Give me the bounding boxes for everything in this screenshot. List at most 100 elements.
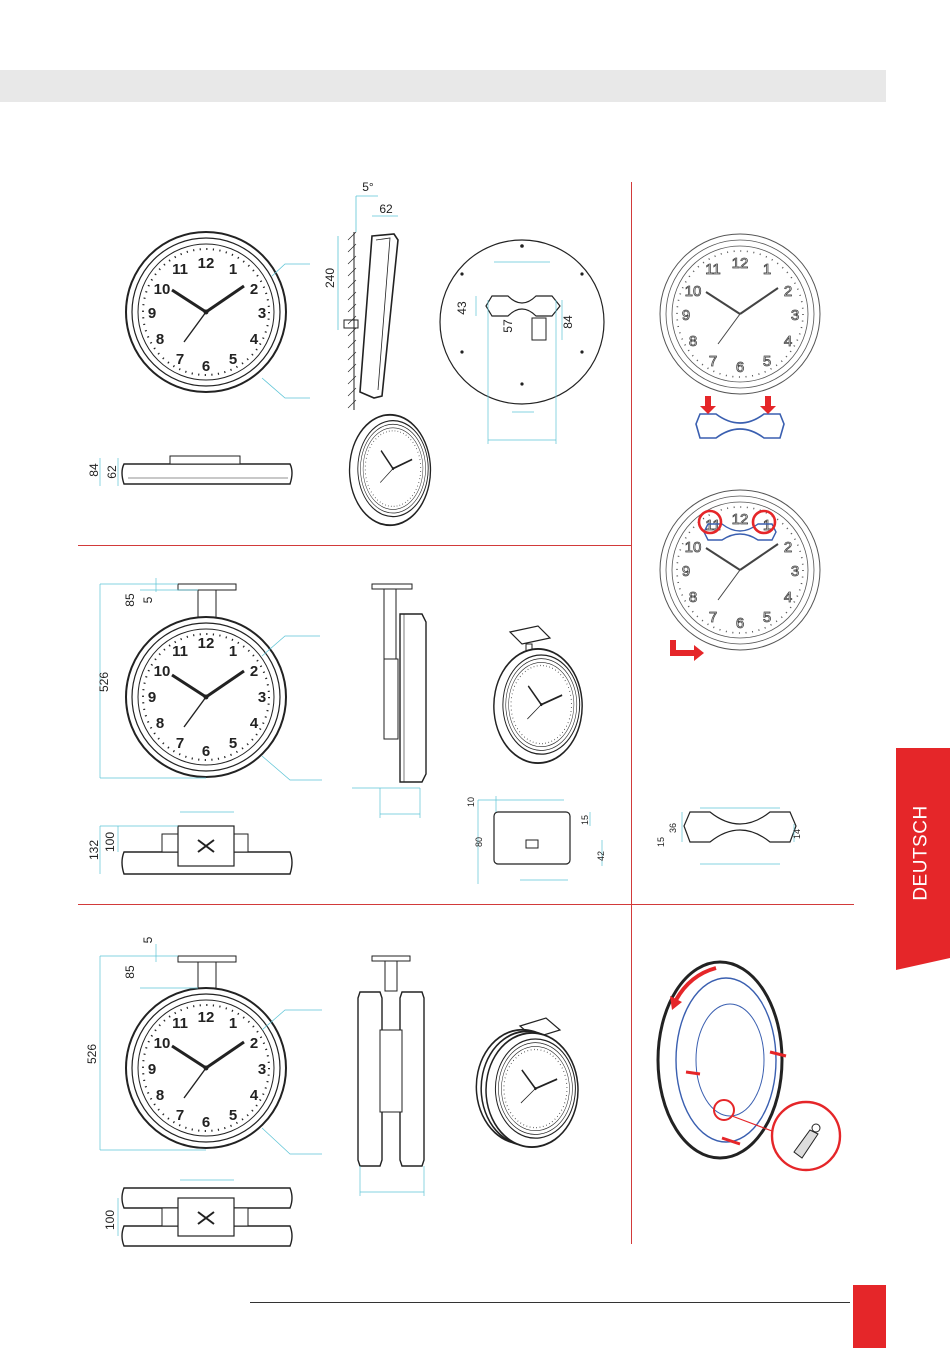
svg-text:9: 9 bbox=[682, 307, 690, 324]
svg-text:5: 5 bbox=[763, 353, 771, 370]
svg-text:9: 9 bbox=[148, 305, 156, 322]
svg-text:10: 10 bbox=[685, 283, 702, 300]
svg-text:5: 5 bbox=[141, 936, 155, 943]
svg-text:2: 2 bbox=[250, 1035, 258, 1052]
mounting-step-1: 12 1 2 3 4 5 6 7 8 9 10 11 bbox=[660, 234, 820, 438]
svg-text:9: 9 bbox=[682, 563, 690, 580]
svg-text:43: 43 bbox=[455, 301, 469, 315]
svg-text:6: 6 bbox=[202, 743, 210, 760]
svg-text:4: 4 bbox=[250, 1087, 259, 1104]
svg-text:7: 7 bbox=[176, 1107, 184, 1124]
svg-text:100: 100 bbox=[103, 832, 117, 852]
wall-clock-perspective bbox=[340, 402, 439, 537]
svg-text:15: 15 bbox=[580, 815, 590, 825]
mounting-step-2: 12 1 2 3 4 5 6 7 8 9 10 11 bbox=[660, 490, 820, 661]
svg-text:3: 3 bbox=[791, 563, 799, 580]
pendant-clock-top-view bbox=[100, 812, 292, 874]
wall-clock-side-view bbox=[338, 196, 398, 410]
svg-text:5: 5 bbox=[229, 351, 237, 368]
svg-text:15: 15 bbox=[656, 837, 666, 847]
svg-text:42: 42 bbox=[596, 851, 606, 861]
wall-clock-rear-view bbox=[440, 240, 604, 444]
svg-text:10: 10 bbox=[154, 281, 171, 298]
svg-text:132: 132 bbox=[87, 840, 101, 860]
svg-text:84: 84 bbox=[561, 315, 575, 329]
svg-text:4: 4 bbox=[784, 589, 792, 606]
svg-text:4: 4 bbox=[250, 715, 259, 732]
language-label: DEUTSCH bbox=[911, 805, 933, 900]
svg-text:1: 1 bbox=[229, 261, 237, 278]
svg-text:9: 9 bbox=[148, 1061, 156, 1078]
svg-text:8: 8 bbox=[156, 1087, 164, 1104]
svg-text:7: 7 bbox=[709, 353, 717, 370]
svg-text:3: 3 bbox=[258, 689, 266, 706]
svg-text:3: 3 bbox=[258, 305, 266, 322]
svg-text:1: 1 bbox=[229, 1015, 237, 1032]
svg-text:5: 5 bbox=[229, 735, 237, 752]
svg-text:57: 57 bbox=[501, 319, 515, 333]
svg-text:240: 240 bbox=[323, 268, 337, 288]
svg-text:10: 10 bbox=[466, 797, 476, 807]
svg-text:12: 12 bbox=[198, 635, 215, 652]
svg-text:3: 3 bbox=[791, 307, 799, 324]
svg-text:8: 8 bbox=[689, 333, 697, 350]
svg-text:10: 10 bbox=[154, 1035, 171, 1052]
pendant-clock-perspective bbox=[484, 626, 592, 776]
wall-clock-front-view: 12 1 2 3 4 5 6 7 8 9 10 11 bbox=[126, 232, 310, 398]
svg-text:10: 10 bbox=[685, 539, 702, 556]
svg-text:85: 85 bbox=[123, 965, 137, 979]
svg-text:62: 62 bbox=[105, 465, 119, 479]
svg-text:11: 11 bbox=[172, 643, 188, 660]
svg-text:12: 12 bbox=[198, 255, 215, 272]
double-clock-perspective bbox=[466, 1017, 588, 1160]
svg-text:8: 8 bbox=[156, 331, 164, 348]
svg-text:3: 3 bbox=[258, 1061, 266, 1078]
svg-text:2: 2 bbox=[784, 283, 792, 300]
svg-text:2: 2 bbox=[250, 281, 258, 298]
footer-rule bbox=[250, 1302, 850, 1303]
svg-text:2: 2 bbox=[250, 663, 258, 680]
svg-text:6: 6 bbox=[736, 615, 744, 632]
svg-text:6: 6 bbox=[202, 1114, 210, 1131]
pendant-clock-front-view: 12 1 2 3 4 5 6 7 8 9 10 11 bbox=[100, 578, 322, 780]
svg-text:14: 14 bbox=[792, 829, 802, 839]
svg-text:12: 12 bbox=[732, 511, 749, 528]
svg-text:5: 5 bbox=[229, 1107, 237, 1124]
svg-text:36: 36 bbox=[668, 823, 678, 833]
svg-text:4: 4 bbox=[784, 333, 792, 350]
svg-text:8: 8 bbox=[156, 715, 164, 732]
mounting-plate-view bbox=[478, 796, 602, 884]
svg-text:12: 12 bbox=[732, 255, 749, 272]
mounting-step-3 bbox=[658, 962, 840, 1170]
double-clock-top-view bbox=[118, 1180, 292, 1246]
language-tab[interactable]: DEUTSCH bbox=[895, 748, 949, 958]
svg-text:526: 526 bbox=[97, 672, 111, 692]
svg-text:1: 1 bbox=[763, 261, 771, 278]
svg-text:9: 9 bbox=[148, 689, 156, 706]
svg-text:7: 7 bbox=[176, 351, 184, 368]
svg-text:5°: 5° bbox=[362, 180, 374, 194]
svg-text:5: 5 bbox=[141, 596, 155, 603]
svg-text:62: 62 bbox=[379, 202, 393, 216]
svg-text:2: 2 bbox=[784, 539, 792, 556]
pendant-clock-side-view bbox=[352, 584, 426, 818]
svg-text:5: 5 bbox=[763, 609, 771, 626]
svg-text:85: 85 bbox=[123, 593, 137, 607]
wall-clock-top-view bbox=[100, 456, 292, 486]
svg-text:8: 8 bbox=[689, 589, 697, 606]
svg-text:10: 10 bbox=[154, 663, 171, 680]
svg-text:11: 11 bbox=[172, 1015, 188, 1032]
svg-text:7: 7 bbox=[176, 735, 184, 752]
svg-text:7: 7 bbox=[709, 609, 717, 626]
svg-text:80: 80 bbox=[474, 837, 484, 847]
page-marker bbox=[853, 1285, 886, 1348]
svg-text:84: 84 bbox=[87, 463, 101, 477]
svg-text:12: 12 bbox=[198, 1009, 215, 1026]
double-clock-side-view bbox=[358, 956, 424, 1196]
svg-text:1: 1 bbox=[229, 643, 237, 660]
svg-text:4: 4 bbox=[250, 331, 259, 348]
svg-text:11: 11 bbox=[705, 261, 721, 278]
bracket-detail bbox=[682, 808, 796, 864]
svg-text:6: 6 bbox=[202, 358, 210, 375]
